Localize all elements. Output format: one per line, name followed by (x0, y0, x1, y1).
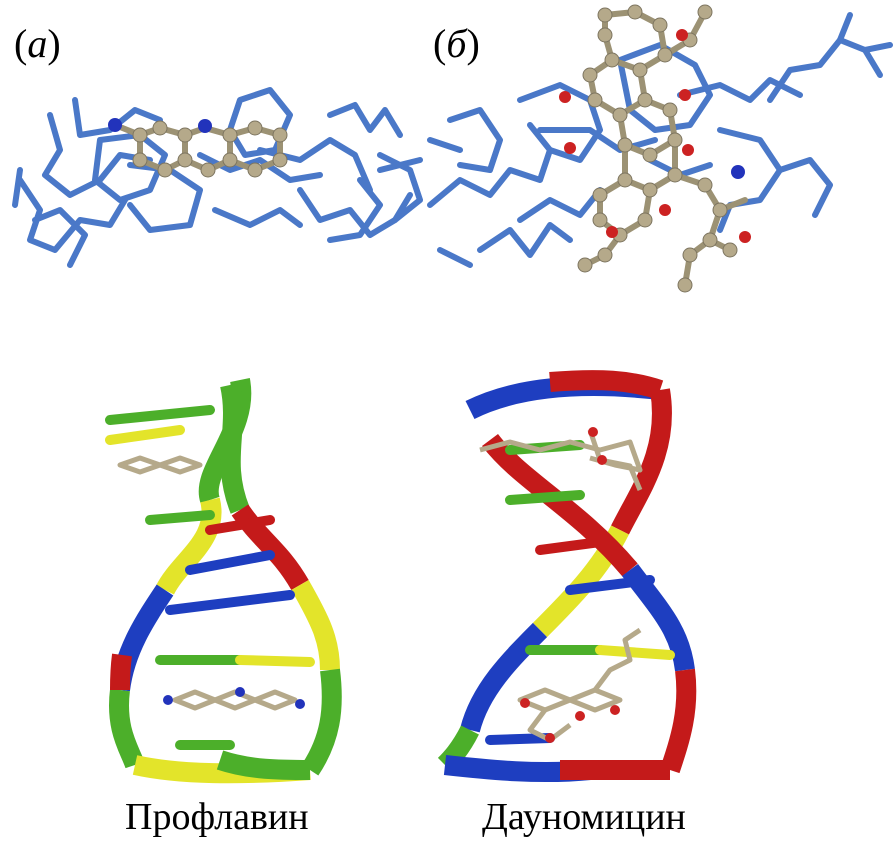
daunomycin-stick-model (427, 4, 893, 293)
panel-label-a: (а) (14, 21, 61, 66)
caption-proflavine: Профлавин (125, 796, 309, 838)
panel-label-b: (б) (433, 21, 480, 66)
daunomycin-dna-ribbon (437, 370, 697, 783)
proflavine-dna-ribbon (105, 378, 342, 784)
caption-daunomycin: Дауномицин (482, 796, 686, 838)
proflavine-stick-model (12, 87, 423, 268)
